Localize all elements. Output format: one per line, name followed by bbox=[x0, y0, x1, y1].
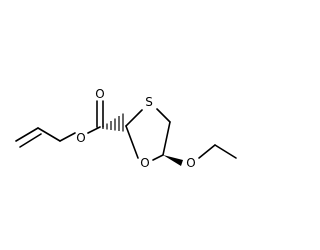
terminal-alkene-bond-b bbox=[19, 133, 42, 148]
allyl-ch-ch2-bond bbox=[37, 127, 61, 142]
carbonyl-oxygen-label: O bbox=[95, 87, 104, 101]
ethyl-ch2-ch3-bond bbox=[214, 144, 237, 159]
terminal-alkene-bond-a bbox=[15, 127, 39, 142]
o-c2-bond bbox=[125, 125, 139, 159]
oxathiolane-ring bbox=[125, 108, 171, 161]
c2-s-bond bbox=[125, 109, 143, 127]
hashed-stereo-bond bbox=[102, 113, 124, 132]
c4-c5-bond bbox=[162, 121, 171, 156]
ring-sulfur-label: S bbox=[145, 95, 153, 109]
ring-oxygen-label: O bbox=[140, 156, 149, 170]
c5-o-bond bbox=[152, 154, 164, 161]
ester-group bbox=[87, 100, 104, 134]
molecule-structure: O S O O O bbox=[15, 87, 237, 170]
allyl-ch2-o-bond bbox=[59, 132, 76, 142]
s-c4-bond bbox=[156, 108, 171, 123]
ethyl-group bbox=[198, 144, 237, 159]
allyl-group bbox=[15, 127, 76, 148]
ester-o-carbonyl-c-bond bbox=[87, 126, 101, 134]
ester-oxygen-label: O bbox=[76, 131, 85, 145]
wedge-stereo-bond bbox=[163, 155, 183, 166]
ether-oxygen-label: O bbox=[186, 156, 195, 170]
ether-o-ch2-bond bbox=[198, 144, 216, 159]
